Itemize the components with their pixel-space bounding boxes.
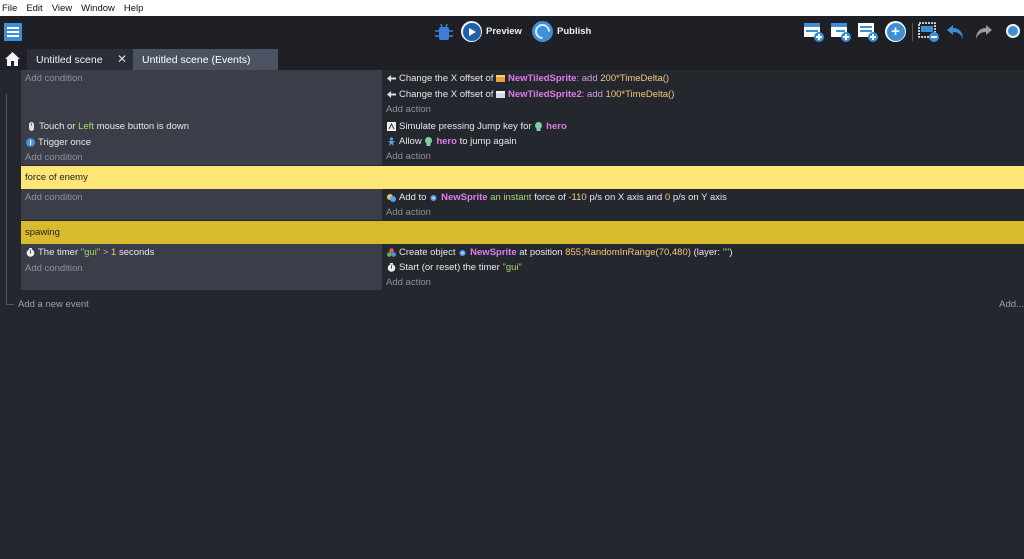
comment-text: force of enemy xyxy=(25,172,88,183)
delete-selected-button[interactable] xyxy=(918,22,940,42)
comment-text: spawing xyxy=(25,227,60,238)
tab-untitled-scene-events[interactable]: Untitled scene (Events) xyxy=(133,49,278,70)
search-icon xyxy=(1006,24,1020,38)
action-item[interactable]: Allow hero to jump again xyxy=(387,136,517,147)
close-icon[interactable]: ✕ xyxy=(116,52,127,66)
play-icon xyxy=(461,21,482,42)
add-action-link[interactable]: Add action xyxy=(386,277,431,288)
action-item[interactable]: Add to NewSprite an instant force of -11… xyxy=(387,192,727,203)
event-row[interactable]: Add condition Change the X offset of New… xyxy=(21,70,1024,118)
add-condition-link[interactable]: Add condition xyxy=(25,152,83,163)
publish-icon xyxy=(531,20,554,43)
publish-label: Publish xyxy=(557,26,592,37)
actions-panel: Create object NewSprite at position 855;… xyxy=(382,244,1024,290)
offset-arrow-icon xyxy=(387,75,396,82)
actions-panel: Change the X offset of NewTiledSprite : … xyxy=(382,70,1024,118)
timer-icon xyxy=(26,248,35,257)
action-item[interactable]: Change the X offset of NewTiledSprite2 :… xyxy=(387,89,674,100)
add-new-event-link[interactable]: Add a new event xyxy=(18,299,89,310)
event-row[interactable]: Touch or Left mouse button is down Trigg… xyxy=(21,118,1024,165)
add-more-link[interactable]: Add... xyxy=(999,299,1024,310)
home-icon[interactable] xyxy=(4,51,21,67)
event-row[interactable]: Add condition Add to NewSprite an instan… xyxy=(21,189,1024,220)
add-comment-icon xyxy=(858,23,878,42)
undo-button[interactable] xyxy=(945,22,967,42)
add-other-button[interactable]: + xyxy=(885,21,906,42)
redo-icon xyxy=(976,25,992,39)
jump-icon xyxy=(388,137,395,146)
condition-item[interactable]: Trigger once xyxy=(26,137,91,148)
tab-label: Untitled scene xyxy=(36,53,103,66)
actions-panel: Simulate pressing Jump key for hero Allo… xyxy=(382,118,1024,165)
create-object-icon xyxy=(387,248,396,257)
offset-arrow-icon xyxy=(387,91,396,98)
tab-label: Untitled scene (Events) xyxy=(142,53,251,66)
condition-item[interactable]: Touch or Left mouse button is down xyxy=(27,121,189,132)
search-button[interactable] xyxy=(1002,22,1024,42)
tab-bar: Untitled scene ✕ Untitled scene (Events) xyxy=(0,48,1024,70)
action-item[interactable]: Change the X offset of NewTiledSprite : … xyxy=(387,73,669,84)
trigger-once-icon xyxy=(26,138,35,147)
conditions-panel: The timer "gui" > 1 seconds Add conditio… xyxy=(21,244,382,290)
add-condition-link[interactable]: Add condition xyxy=(25,192,83,203)
plus-circle-icon: + xyxy=(885,21,906,42)
force-icon xyxy=(387,194,396,202)
menu-bar: File Edit View Window Help xyxy=(0,0,1024,16)
actions-panel: Add to NewSprite an instant force of -11… xyxy=(382,189,1024,220)
menu-edit[interactable]: Edit xyxy=(26,2,43,14)
mouse-icon xyxy=(29,122,34,131)
event-row[interactable]: The timer "gui" > 1 seconds Add conditio… xyxy=(21,244,1024,290)
key-icon xyxy=(387,122,396,131)
events-sheet: Add condition Change the X offset of New… xyxy=(0,70,1024,559)
menu-help[interactable]: Help xyxy=(123,2,144,14)
tree-line xyxy=(6,94,7,304)
action-item[interactable]: Start (or reset) the timer "gui" xyxy=(387,262,522,273)
delete-event-icon xyxy=(918,22,939,42)
tab-untitled-scene[interactable]: Untitled scene ✕ xyxy=(27,49,133,70)
toolbar-divider xyxy=(912,23,913,41)
menu-view[interactable]: View xyxy=(51,2,73,14)
tiled-sprite-icon xyxy=(496,75,506,82)
redo-button[interactable] xyxy=(972,22,994,42)
add-event-toolbar-button[interactable] xyxy=(803,22,825,42)
menu-window[interactable]: Window xyxy=(81,2,115,14)
comment-event[interactable]: force of enemy xyxy=(21,166,1024,189)
tree-line-end xyxy=(6,304,14,305)
menu-file[interactable]: File xyxy=(2,2,18,14)
add-subevent-button[interactable] xyxy=(830,22,852,42)
hero-sprite-icon xyxy=(535,122,543,131)
project-manager-button[interactable] xyxy=(3,22,23,42)
sprite-icon xyxy=(459,250,466,256)
add-subevent-icon xyxy=(831,23,851,42)
add-action-link[interactable]: Add action xyxy=(386,104,431,115)
preview-button[interactable]: Preview xyxy=(461,21,522,42)
toolbar: Preview Publish + xyxy=(0,16,1024,48)
sprite-icon xyxy=(430,195,437,201)
comment-event[interactable]: spawing xyxy=(21,221,1024,244)
project-manager-icon xyxy=(4,23,22,41)
undo-icon xyxy=(947,25,963,39)
add-condition-link[interactable]: Add condition xyxy=(25,263,83,274)
conditions-panel: Add condition xyxy=(21,189,382,220)
bug-icon xyxy=(435,23,453,40)
conditions-panel: Touch or Left mouse button is down Trigg… xyxy=(21,118,382,165)
action-item[interactable]: Simulate pressing Jump key for hero xyxy=(387,121,567,132)
add-event-icon xyxy=(804,23,824,42)
tiled-sprite-icon xyxy=(496,91,506,98)
action-item[interactable]: Create object NewSprite at position 855;… xyxy=(387,247,733,258)
add-comment-button[interactable] xyxy=(857,22,879,42)
preview-label: Preview xyxy=(486,26,522,37)
debugger-button[interactable] xyxy=(433,22,455,44)
add-action-link[interactable]: Add action xyxy=(386,151,431,162)
publish-button[interactable]: Publish xyxy=(531,20,592,43)
conditions-panel: Add condition xyxy=(21,70,382,118)
condition-item[interactable]: The timer "gui" > 1 seconds xyxy=(26,247,154,258)
add-condition-link[interactable]: Add condition xyxy=(25,73,83,84)
timer-icon xyxy=(387,263,396,272)
hero-sprite-icon xyxy=(425,137,433,146)
add-action-link[interactable]: Add action xyxy=(386,207,431,218)
